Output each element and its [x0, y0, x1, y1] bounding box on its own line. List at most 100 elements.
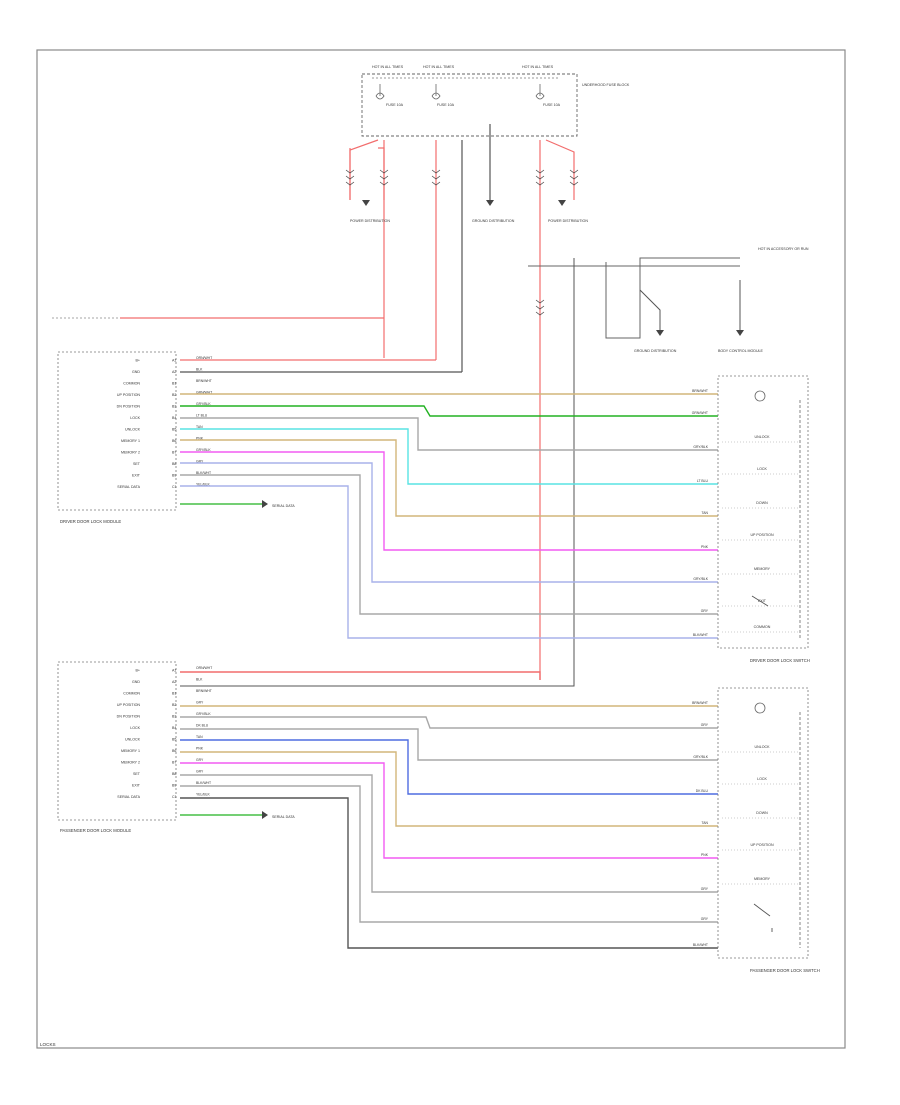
fuse-block-label: UNDERHOOD FUSE BLOCK — [582, 83, 630, 87]
arrow-power-left — [362, 200, 370, 206]
driver-module-outline — [57, 351, 177, 511]
label-ground-top: GROUND DISTRIBUTION — [472, 219, 515, 223]
driver-pin-wire: GRY/BLK — [196, 402, 211, 406]
fuse-symbol-2 — [431, 84, 441, 100]
driver-pin-signal: MEMORY 1 — [121, 439, 140, 443]
passenger-pin-signal: SERIAL DATA — [117, 795, 140, 799]
wire-route — [180, 671, 541, 680]
passenger-pin-number: A2 — [172, 680, 176, 684]
wire-red-stub — [349, 139, 379, 200]
driver-pin-number: A1 — [172, 358, 176, 362]
fuse-name-3: FUSE 10A — [543, 103, 561, 107]
passenger-module-label: PASSENGER DOOR LOCK MODULE — [60, 828, 131, 833]
passenger-right-wire-label: GRY — [701, 917, 709, 921]
wire-route — [180, 451, 718, 551]
passenger-right-wire-label: DK BLU — [696, 789, 709, 793]
passenger-pin-number: B2 — [172, 703, 176, 707]
top-right-note: HOT IN ACCESSORY OR RUN — [758, 247, 809, 251]
driver-pin-signal: MEMORY 2 — [121, 450, 140, 454]
driver-pin-signal: EXIT — [132, 473, 141, 477]
passenger-pin-signal: EXIT — [132, 783, 141, 787]
distribution-arrows — [362, 200, 566, 206]
passenger-pin-wire: BLK — [196, 678, 203, 682]
chevron-6 — [535, 299, 545, 316]
arrow-ground-mid — [656, 330, 664, 336]
driver-switch-item: DOWN — [756, 501, 768, 505]
driver-right-wire-label: GRN/WHT — [692, 411, 708, 415]
junction-box — [528, 257, 740, 339]
driver-switch-outline — [717, 375, 809, 649]
passenger-switch-contact-icon — [753, 903, 773, 932]
passenger-pin-number: B5 — [172, 737, 176, 741]
passenger-switch-item: DOWN — [756, 811, 768, 815]
driver-pin-wire: BRN/WHT — [196, 379, 212, 383]
passenger-right-wire-label: GRY — [701, 887, 709, 891]
driver-pin-wire: YEL/BLK — [196, 483, 210, 487]
passenger-pin-number: B4 — [172, 726, 176, 730]
passenger-pin-number: B6 — [172, 749, 176, 753]
passenger-pin-number: B1 — [172, 691, 176, 695]
driver-serial-arrow — [262, 500, 268, 508]
driver-right-wire-label: PNK — [701, 545, 709, 549]
driver-right-wire-label: TAN — [701, 511, 708, 515]
driver-pin-signal: GND — [132, 370, 140, 374]
fuse-name-2: FUSE 10A — [437, 103, 455, 107]
chevron-4 — [535, 169, 545, 186]
driver-right-wire-label: LT BLU — [697, 479, 709, 483]
driver-pin-signal: UP POSITION — [117, 393, 141, 397]
passenger-pin-wire: GRY — [196, 758, 204, 762]
driver-switch-lamp-icon — [754, 390, 766, 402]
wire-left-red-c — [20, 200, 384, 320]
passenger-pin-signal: GND — [132, 680, 140, 684]
passenger-pin-wire: BRN/WHT — [196, 689, 212, 693]
passenger-switch-lamp-icon — [754, 702, 766, 714]
body-module-junction — [180, 257, 741, 687]
passenger-pin-signal: UP POSITION — [117, 703, 141, 707]
wire-route — [180, 417, 718, 451]
driver-pin-wire: PNK — [196, 437, 204, 441]
connector-marks-top — [345, 169, 579, 316]
driver-pin-wire: GRN/WHT — [196, 391, 212, 395]
routed-wires — [52, 317, 718, 949]
label-body-module: BODY CONTROL MODULE — [718, 349, 764, 353]
driver-pin-number: B5 — [172, 427, 176, 431]
passenger-pin-number: B9 — [172, 783, 176, 787]
wire-route — [180, 716, 718, 729]
chevron-3 — [431, 169, 441, 186]
passenger-pin-number: B7 — [172, 760, 176, 764]
passenger-right-wire-label: GRY/BLK — [693, 755, 708, 759]
top-wires — [20, 124, 575, 680]
page-frame — [36, 49, 846, 1049]
driver-pin-number: C1 — [172, 485, 177, 489]
passenger-switch-item: LOCK — [757, 777, 767, 781]
fuse-hot-3: HOT IN ALL TIMES — [522, 65, 554, 69]
wire-route — [180, 728, 718, 761]
wire-route — [180, 797, 718, 949]
footer-label: LOCKS — [40, 1042, 56, 1047]
wire-route — [180, 774, 718, 893]
serial-connectors — [180, 503, 262, 816]
driver-pin-wire: TAN — [196, 425, 203, 429]
passenger-module-outline — [57, 661, 177, 821]
